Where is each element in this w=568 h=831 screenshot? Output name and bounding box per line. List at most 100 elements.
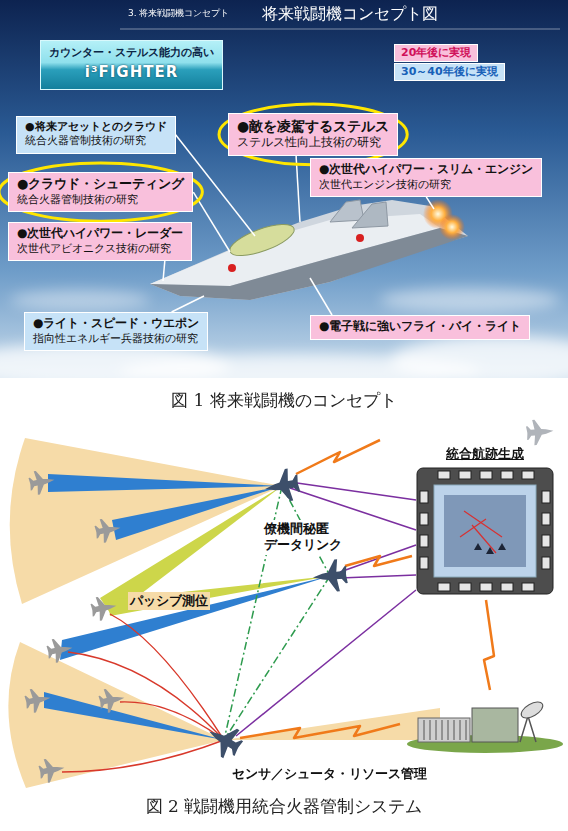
radar-beam	[48, 474, 282, 492]
own-fighter	[262, 467, 301, 505]
missile-path	[62, 740, 224, 772]
display-symbol	[474, 543, 482, 550]
highlight-ring	[0, 163, 202, 221]
passive-beam	[100, 486, 282, 616]
awacs-aircraft	[525, 418, 554, 446]
resource-label: センサ／シュータ・リソース管理	[232, 766, 427, 782]
missile-path	[68, 652, 224, 740]
ground-station	[407, 699, 563, 753]
slide-section: 3. 将来戦闘機コンセプト	[128, 8, 229, 19]
comm-bolt	[484, 600, 494, 690]
enemy-aircraft	[94, 516, 123, 544]
track-line	[236, 482, 416, 736]
coverage-fan	[8, 642, 224, 788]
display-button	[420, 535, 428, 547]
sky-photo	[0, 288, 568, 390]
figure-caption: 図 1 将来戦闘機のコンセプト	[0, 390, 568, 411]
enemy-aircraft	[24, 686, 53, 714]
ground-station	[424, 720, 466, 740]
coverage-fan	[224, 708, 440, 740]
box-heading: 統合航跡生成	[416, 446, 554, 463]
radar-beam	[60, 576, 330, 660]
comm-bolt	[345, 556, 412, 566]
research-box: ●電子戦に強いフライ・バイ・ライト	[310, 315, 530, 340]
fighter-jet	[352, 202, 388, 228]
leader-line	[426, 197, 434, 209]
display-button	[501, 583, 513, 591]
display-button	[501, 471, 513, 479]
display-button	[420, 491, 428, 503]
display-button	[542, 557, 550, 569]
fighter-jet	[150, 200, 468, 300]
box-subtext: i³FIGHTER	[49, 63, 214, 83]
box-heading: ●次世代ハイパワー・スリム・エンジン	[319, 162, 533, 178]
display-track	[460, 519, 486, 537]
sky-photo	[120, 29, 560, 30]
enemy-aircraft	[90, 594, 119, 622]
display-frame	[434, 485, 536, 577]
fighter-jet	[226, 218, 297, 262]
own-fighter	[262, 467, 301, 505]
enemy-aircraft	[24, 686, 53, 714]
fighter-jet	[228, 264, 236, 272]
enemy-aircraft	[24, 468, 127, 784]
fighter-jet	[150, 228, 468, 300]
leader-line	[172, 296, 204, 312]
fighter-jet	[150, 199, 468, 300]
display-button	[459, 583, 471, 591]
display-button	[522, 583, 534, 591]
display-button	[542, 535, 550, 547]
ground-station	[418, 718, 470, 742]
display-button	[542, 491, 550, 503]
sky-photo	[390, 336, 568, 384]
enemy-aircraft	[94, 516, 123, 544]
track-line	[340, 575, 416, 578]
box-heading: ●クラウド・シューティング	[17, 176, 184, 193]
box-subtext: ステルス性向上技術の研究	[237, 135, 389, 151]
missile-path	[110, 614, 224, 740]
display-map	[444, 495, 526, 567]
research-box: ●次世代ハイパワー・スリム・エンジン次世代エンジン技術の研究	[310, 158, 542, 197]
display-button	[522, 471, 534, 479]
enemy-aircraft	[90, 594, 119, 622]
display-button	[480, 471, 492, 479]
fighter-jet	[330, 200, 364, 222]
research-box: ●次世代ハイパワー・レーダー次世代アビオニクス技術の研究	[8, 222, 192, 261]
box-subtext: 統合火器管制技術の研究	[17, 193, 184, 207]
display-track	[472, 525, 496, 553]
box-heading: ●電子戦に強いフライ・バイ・ライト	[319, 319, 521, 335]
missile-path	[62, 614, 224, 772]
own-fighter	[312, 558, 349, 593]
display-button	[480, 583, 492, 591]
enemy-aircraft	[38, 756, 67, 784]
missile-path	[120, 702, 224, 740]
research-box: ●クラウド・シューティング統合火器管制技術の研究	[8, 172, 193, 212]
fighter-jet	[439, 214, 465, 240]
comm-bolt	[240, 724, 400, 738]
research-box: ●将来アセットとのクラウド統合火器管制技術の研究	[16, 116, 176, 154]
display-bezel	[417, 468, 553, 594]
display-box: 統合航跡生成	[416, 446, 554, 595]
own-fighter	[201, 717, 247, 762]
radar-beam	[44, 474, 330, 740]
research-box: ●ライト・スピード・ウエポン指向性エネルギー兵器技術の研究	[24, 312, 208, 351]
leader-line	[163, 261, 165, 281]
comm-bolt	[296, 440, 380, 474]
display-screen	[416, 467, 554, 595]
box-heading: ●次世代ハイパワー・レーダー	[17, 226, 183, 242]
legend-swatch: 30～40年後に実現	[394, 63, 505, 81]
box-subtext: 統合火器管制技術の研究	[25, 134, 167, 148]
display-button	[420, 557, 428, 569]
track-line	[236, 590, 416, 736]
track-line	[290, 482, 416, 500]
ground-station	[472, 708, 518, 742]
radar-beam	[112, 486, 282, 540]
sky-photo	[380, 288, 560, 312]
box-heading: ●ライト・スピード・ウエポン	[33, 316, 199, 332]
legend-text: 30～40年後に実現	[401, 65, 498, 79]
leader-line	[310, 278, 332, 315]
enemy-aircraft	[38, 756, 67, 784]
box-subtext: 次世代エンジン技術の研究	[319, 178, 533, 192]
own-fighter	[201, 467, 348, 762]
legend-text: 20年後に実現	[401, 46, 471, 60]
